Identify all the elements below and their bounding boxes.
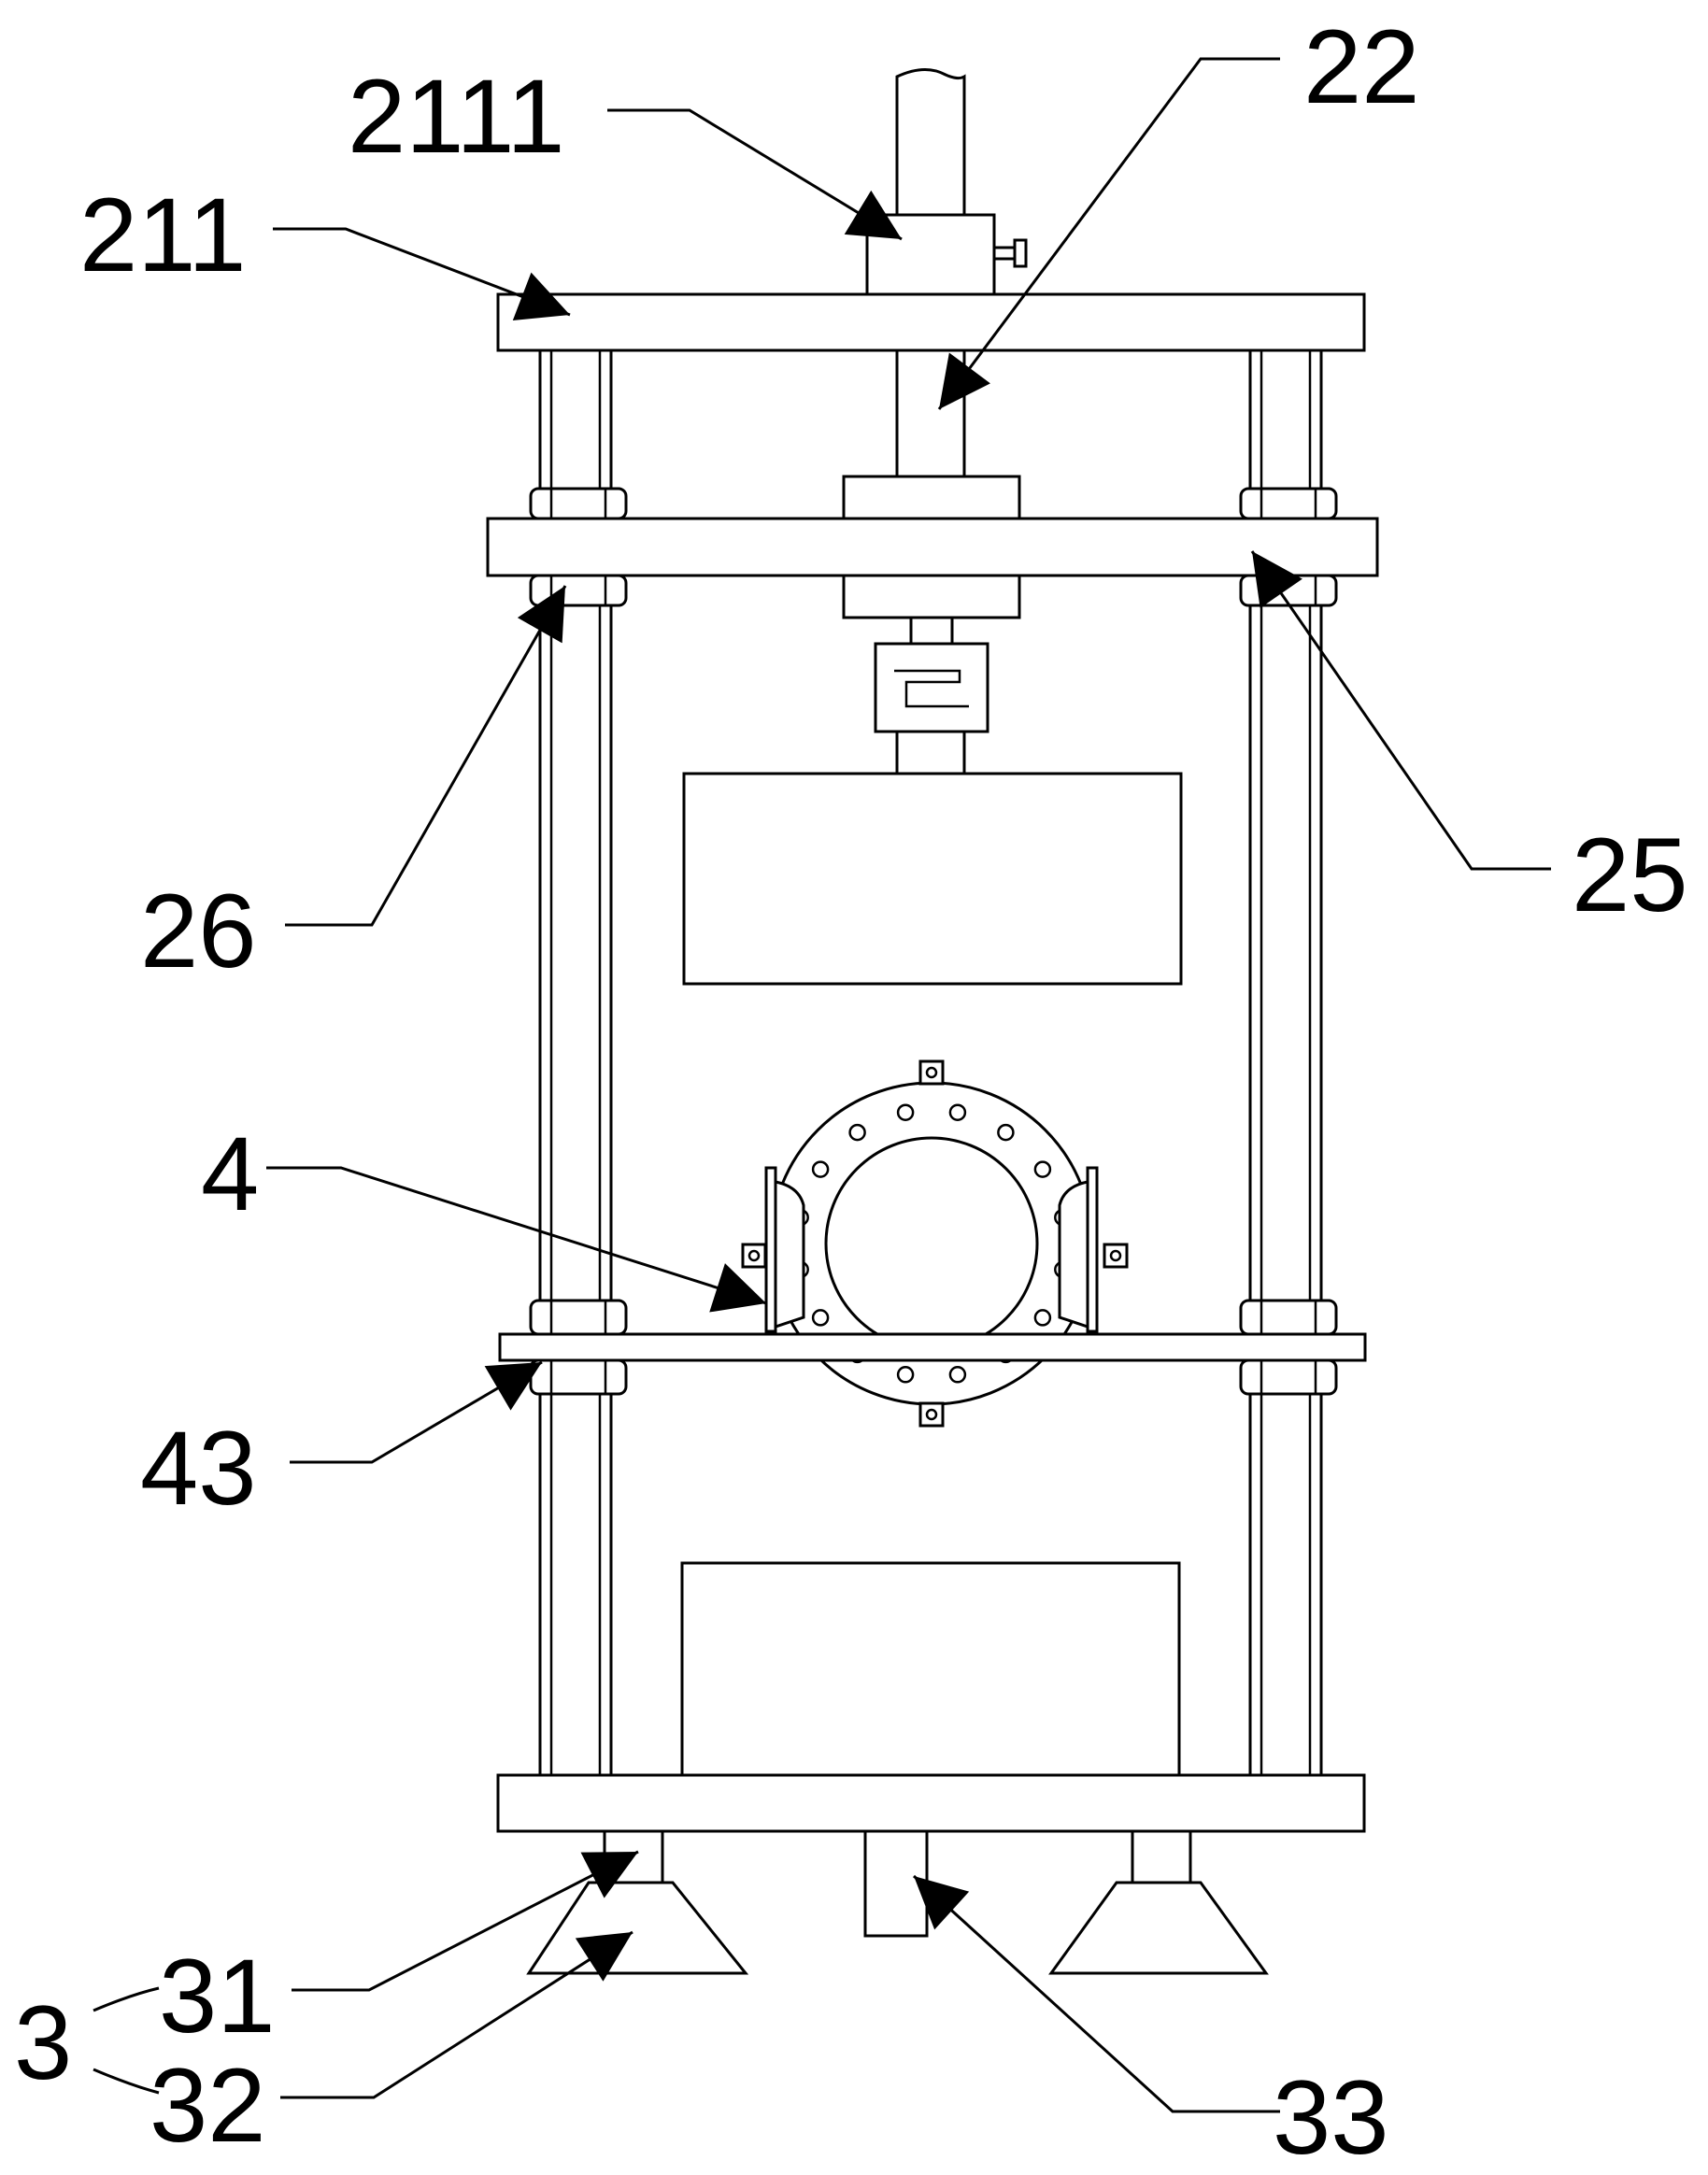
middle-plate — [486, 517, 1379, 577]
label-211: 211 — [79, 177, 247, 293]
leader-25 — [1250, 550, 1551, 871]
flange-bolt-hole — [948, 1103, 967, 1121]
leader-2111 — [607, 108, 903, 241]
center-support-post — [863, 1829, 929, 1938]
bracket-3-31 — [93, 1986, 160, 2012]
base-plate — [496, 1773, 1366, 1833]
flange-bolt-hole — [948, 1366, 967, 1384]
flange-bolt-hole — [1033, 1160, 1052, 1178]
label-31: 31 — [159, 1938, 276, 2054]
flange-bolt-hole — [811, 1309, 830, 1327]
leader-31 — [292, 1850, 639, 1992]
leader-33 — [912, 1874, 1280, 2113]
reference-labels: 2111 22 211 25 26 4 43 3 31 32 33 — [14, 8, 1688, 2175]
leader-43 — [290, 1360, 543, 1464]
leader-211 — [273, 227, 571, 320]
label-2111: 2111 — [348, 58, 565, 175]
label-4: 4 — [201, 1116, 259, 1232]
label-33: 33 — [1273, 2059, 1389, 2175]
right-foot — [1048, 1829, 1269, 1975]
shaft-clamp-block — [865, 213, 1028, 296]
flange-bolt-hole — [997, 1123, 1015, 1142]
flange-bolt-hole — [896, 1366, 915, 1384]
label-26: 26 — [140, 873, 257, 989]
flange-bolt-hole — [811, 1160, 830, 1178]
top-plate — [496, 292, 1366, 352]
leader-22 — [937, 57, 1280, 410]
label-3: 3 — [14, 1984, 72, 2101]
upper-weight-box — [682, 772, 1183, 986]
label-22: 22 — [1303, 8, 1420, 125]
bracket-3-32 — [93, 2068, 160, 2095]
s-type-load-cell — [874, 616, 989, 775]
leader-lines — [93, 57, 1551, 2113]
leader-26 — [285, 585, 567, 927]
flange-bolt-hole — [848, 1123, 866, 1142]
flange-bolt-hole — [896, 1103, 915, 1121]
lower-weight-box — [680, 1561, 1181, 1777]
lower-plate-nuts — [529, 1299, 1338, 1396]
leader-32 — [280, 1930, 633, 2099]
leader-4 — [266, 1166, 767, 1313]
lower-clamp-plate — [498, 1332, 1367, 1362]
flange-side-brackets — [764, 1166, 1099, 1333]
label-43: 43 — [140, 1410, 257, 1527]
label-25: 25 — [1572, 817, 1688, 933]
label-32: 32 — [149, 2047, 266, 2164]
flange-bolt-hole — [1033, 1309, 1052, 1327]
